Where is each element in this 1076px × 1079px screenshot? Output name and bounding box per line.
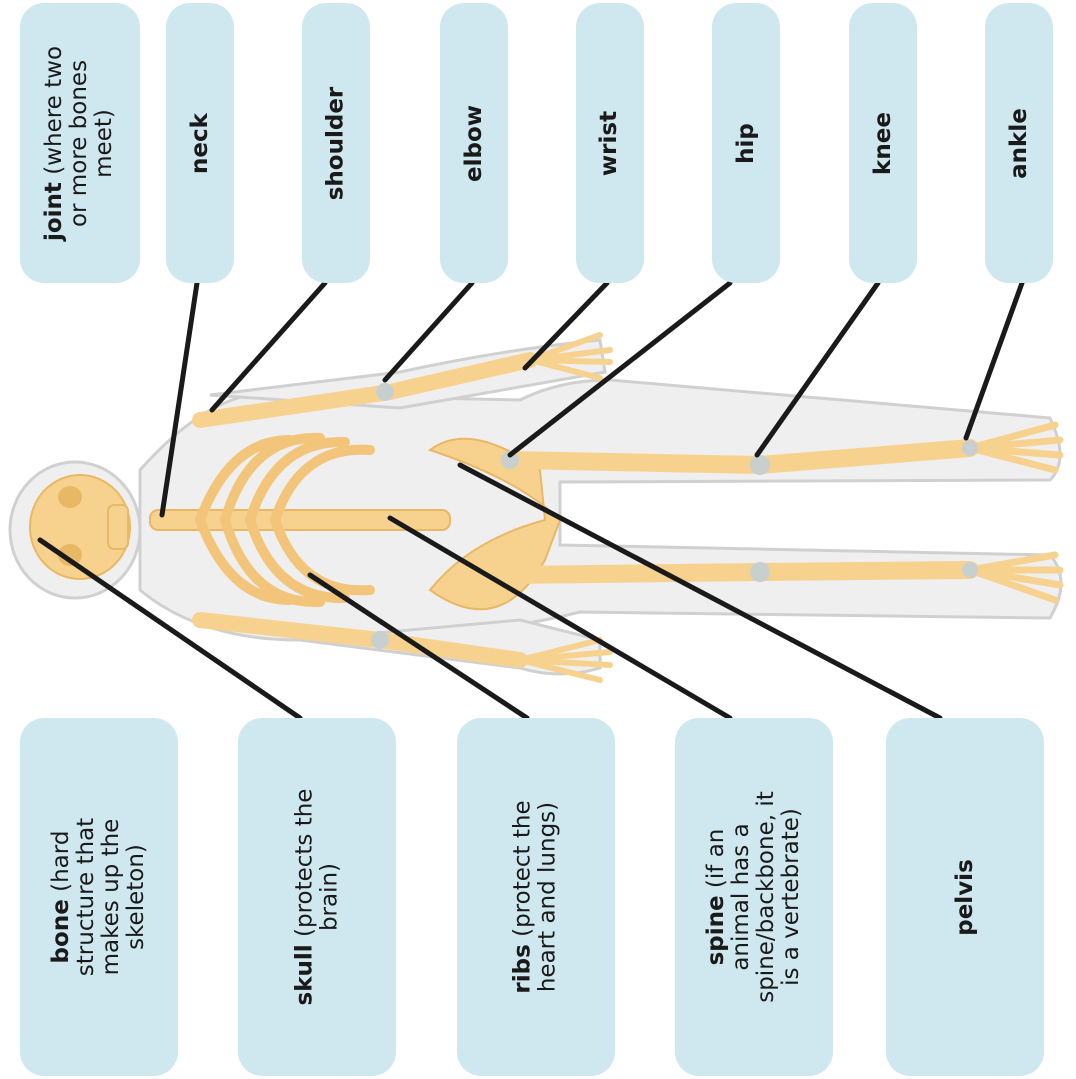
hip-label-box: hip [712,3,780,283]
wrist-label: wrist [597,110,622,175]
ribs-label-box: ribs (protect the heart and lungs) [457,718,615,1076]
skull-bone [30,475,130,579]
joint-label-box: joint (where two or more bones meet) [20,3,140,283]
skull-label: skull (protects the brain) [292,789,342,1006]
spine-label: spine (if an animal has a spine/backbone… [704,791,804,1003]
joint-label: joint (where two or more bones meet) [43,45,118,240]
elbow-label: elbow [462,105,487,182]
bone-label: bone (hard structure that makes up the s… [49,818,149,976]
knee-label-box: knee [849,3,917,283]
pelvis-label: pelvis [952,859,977,936]
shoulder-label-box: shoulder [302,3,370,283]
spine-label-box: spine (if an animal has a spine/backbone… [675,718,833,1076]
neck-label: neck [188,113,213,174]
ankle-label-box: ankle [985,3,1053,283]
skull-label-box: skull (protects the brain) [238,718,396,1076]
knee-label: knee [871,112,896,175]
shoulder-label: shoulder [324,86,349,200]
elbow-label-box: elbow [440,3,508,283]
ribs-label: ribs (protect the heart and lungs) [511,800,561,993]
hip-label: hip [733,123,758,164]
bone-label-box: bone (hard structure that makes up the s… [20,718,178,1076]
wrist-label-box: wrist [576,3,644,283]
neck-label-box: neck [166,3,234,283]
ankle-label: ankle [1007,108,1032,179]
pelvis-label-box: pelvis [886,718,1044,1076]
